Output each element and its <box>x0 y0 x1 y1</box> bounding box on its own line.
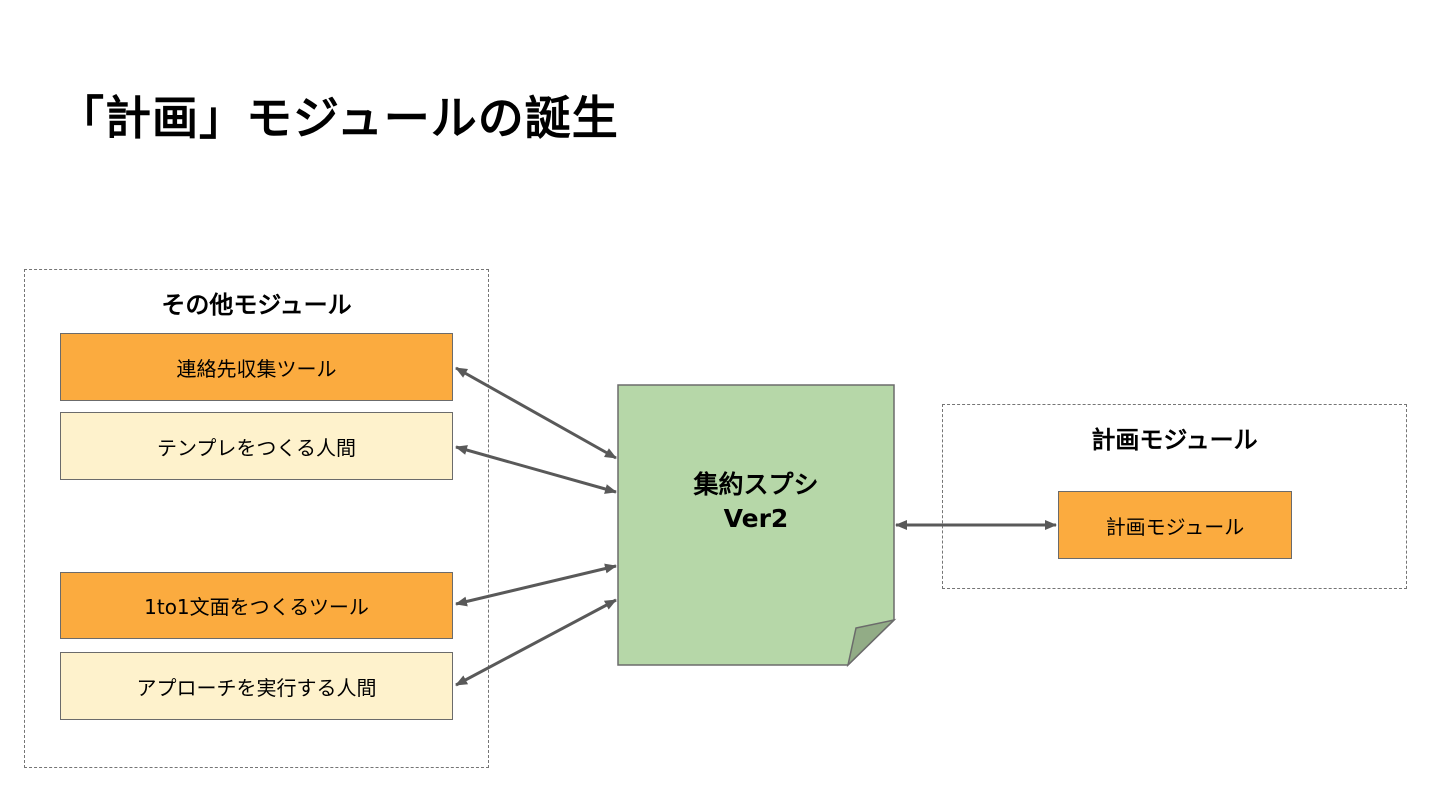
page-title: 「計画」モジュールの誕生 <box>58 91 619 145</box>
sheet-label-line1: 集約スプシ <box>693 470 819 499</box>
contact-collection-tool-box: 連絡先収集ツール <box>60 333 453 401</box>
aggregated-spreadsheet-label: 集約スプシ Ver2 <box>618 468 894 536</box>
plan-module-box: 計画モジュール <box>1058 491 1292 559</box>
approach-person-box: アプローチを実行する人間 <box>60 652 453 720</box>
plan-module-group: 計画モジュール <box>942 404 1407 589</box>
other-modules-label: その他モジュール <box>161 291 352 319</box>
other-modules-group: その他モジュール <box>24 269 489 768</box>
one-to-one-tool-box: 1to1文面をつくるツール <box>60 572 453 639</box>
plan-module-group-label: 計画モジュール <box>1091 426 1258 454</box>
template-person-box: テンプレをつくる人間 <box>60 412 453 480</box>
note-fold-corner <box>846 618 897 668</box>
sheet-label-line2: Ver2 <box>723 504 789 533</box>
